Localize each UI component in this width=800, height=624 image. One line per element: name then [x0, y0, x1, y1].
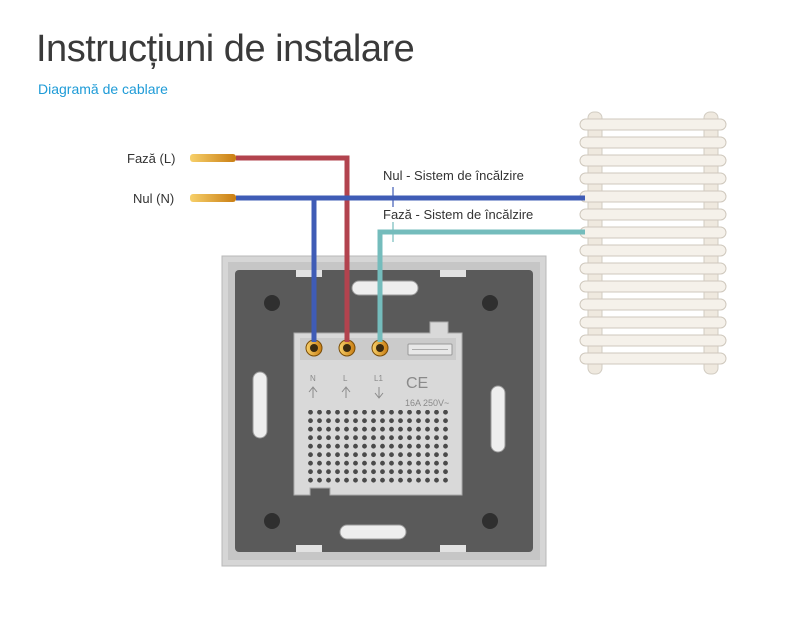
thermostat-module: N L L1 CE 16A 250V~ — [293, 321, 463, 496]
page-subtitle: Diagramă de cablare — [38, 81, 168, 97]
heater-phase-wire — [377, 229, 585, 342]
page-title: Instrucțiuni de instalare — [36, 28, 415, 70]
terminal-screws — [305, 339, 389, 357]
terminal-label-l1: L1 — [374, 374, 383, 383]
terminal-label-n: N — [310, 374, 316, 383]
wires — [236, 155, 585, 342]
rating-label: 16A 250V~ — [405, 398, 449, 408]
wire-copper-ends — [190, 154, 236, 202]
neutral-label: Nul (N) — [133, 191, 174, 206]
terminal-label-l: L — [343, 374, 348, 383]
terminal-arrows — [308, 386, 384, 399]
phase-wire — [236, 155, 350, 342]
heater-phase-label: Fază - Sistem de încălzire — [383, 207, 533, 222]
ce-mark: CE — [406, 375, 428, 392]
towel-radiator — [579, 111, 727, 375]
vent-holes — [306, 410, 450, 486]
heater-neutral-label: Nul - Sistem de încălzire — [383, 168, 524, 183]
phase-label: Fază (L) — [127, 151, 175, 166]
